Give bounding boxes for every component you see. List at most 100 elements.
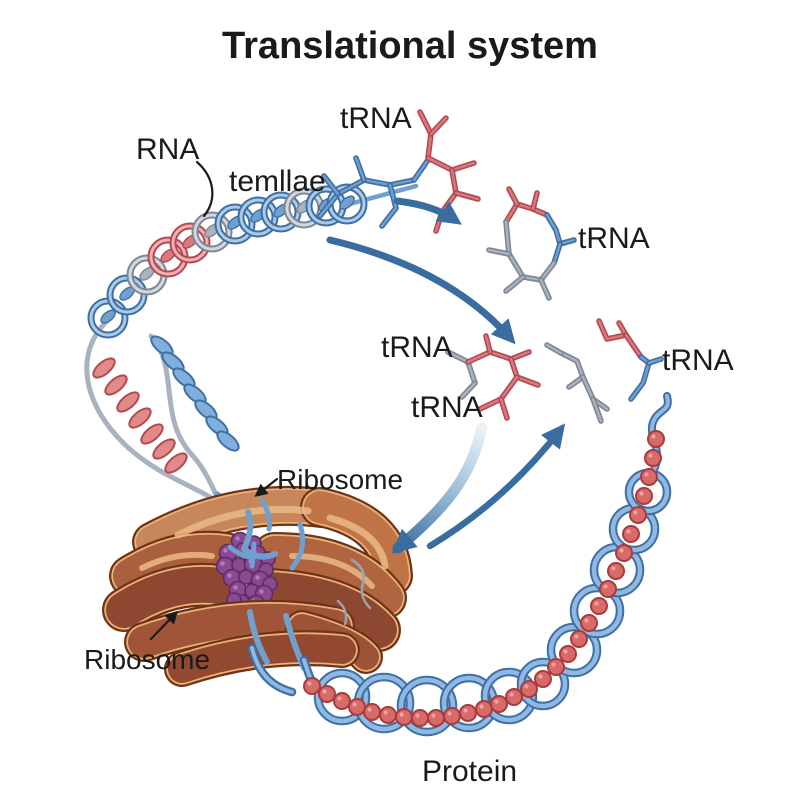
- coil-ring-inner: [193, 213, 231, 251]
- bead-highlight: [639, 491, 644, 496]
- amino-acid-bead: [363, 703, 381, 721]
- helix-petal-red: [116, 391, 140, 413]
- trna-label-upper-right: tRNA: [578, 222, 650, 255]
- ribosome-subunit: [106, 566, 238, 628]
- ribosome-highlight: [174, 505, 312, 539]
- rna-label: RNA: [136, 133, 199, 166]
- trna-stick: [487, 248, 511, 256]
- arrow-up-right: [426, 423, 566, 550]
- helix-strand: [84, 317, 216, 502]
- ribosome-highlight: [289, 553, 375, 589]
- amino-acid-bead: [644, 449, 662, 467]
- amino-acid-bead: [443, 707, 461, 725]
- amino-acid-bead: [490, 695, 508, 713]
- trna-stick: [559, 351, 585, 379]
- bead-highlight: [479, 704, 484, 709]
- amino-acid-bead: [534, 670, 552, 688]
- bead-highlight: [626, 529, 631, 534]
- trna-stick: [504, 220, 556, 282]
- amino-acid-bead: [590, 597, 608, 615]
- trna-stick: [354, 156, 366, 182]
- amino-acid-bead: [520, 680, 538, 698]
- bead-highlight: [494, 699, 499, 704]
- bead-highlight: [337, 696, 342, 701]
- bead-highlight: [651, 434, 656, 439]
- bead-highlight: [538, 674, 543, 679]
- trna-stick: [504, 275, 525, 293]
- leader-lines: [149, 160, 279, 641]
- trna-stick: [412, 158, 430, 182]
- amino-acid-bead: [622, 525, 640, 543]
- trna-stick-outline: [477, 374, 520, 412]
- bead-highlight: [524, 684, 529, 689]
- bead-highlight: [509, 692, 514, 697]
- rna-double-helix: [84, 317, 256, 519]
- bead-highlight: [415, 713, 420, 718]
- trna-label-right: tRNA: [662, 344, 734, 377]
- bead-highlight: [594, 601, 599, 606]
- bead-highlight: [307, 681, 312, 686]
- amino-acid-bead: [459, 704, 477, 722]
- trna-stick: [591, 397, 603, 423]
- amino-acid-bead: [333, 692, 351, 710]
- bead-highlight: [447, 711, 452, 716]
- ribosome-bottom-leader-arrow: [149, 610, 179, 641]
- helix-petal-red: [140, 423, 164, 445]
- trna-stick: [629, 355, 651, 401]
- amino-acid-bead: [547, 658, 565, 676]
- trna-stick: [454, 191, 480, 201]
- bead-highlight: [551, 662, 556, 667]
- amino-acid-bead: [475, 700, 493, 718]
- amino-acid-bead: [640, 468, 658, 486]
- coil-ring-inner: [171, 224, 209, 262]
- mrna-coil: [87, 183, 419, 339]
- bead-highlight: [399, 712, 404, 717]
- helix-petal-red: [128, 407, 152, 429]
- purple-bead-highlight: [220, 561, 225, 566]
- bead-highlight: [383, 710, 388, 715]
- amino-acid-bead: [607, 562, 625, 580]
- trna-stick: [647, 357, 663, 365]
- bead-highlight: [322, 689, 327, 694]
- trna-stick: [509, 350, 531, 361]
- bead-highlight: [648, 453, 653, 458]
- trna-stick: [429, 116, 448, 136]
- mrna-thread: [247, 609, 270, 665]
- purple-bead-highlight: [227, 573, 232, 578]
- ribosome-subunit: [252, 572, 397, 648]
- bead-highlight: [367, 707, 372, 712]
- ribosome-highlight: [326, 514, 389, 570]
- process-arrows: [326, 197, 566, 554]
- template-label: temllae: [229, 165, 326, 198]
- amino-acid-bead: [505, 688, 523, 706]
- arrow-gradient-to-ribosome: [391, 422, 488, 554]
- rna-leader-line: [195, 160, 214, 218]
- protein-chain: [247, 392, 672, 737]
- trna-stick: [531, 191, 539, 211]
- trna-stick: [504, 202, 549, 224]
- trna-stick: [499, 397, 509, 420]
- helix-petal-red: [164, 452, 188, 474]
- purple-bead-highlight: [233, 585, 238, 590]
- protein-strand: [250, 646, 294, 694]
- amino-acid-bead: [318, 685, 336, 703]
- bead-highlight: [584, 618, 589, 623]
- protein-coil-ring-inner: [548, 624, 600, 676]
- trna-label-mid-lower: tRNA: [411, 391, 483, 424]
- mrna-thread: [249, 541, 257, 569]
- mrna-thread: [241, 546, 278, 560]
- amino-acid-bead: [635, 487, 653, 505]
- purple-bead-highlight: [255, 575, 260, 580]
- amino-acid-bead: [395, 708, 413, 726]
- bead-highlight: [574, 634, 579, 639]
- helix-petal-red: [152, 438, 176, 460]
- amino-acid-bead: [379, 706, 397, 724]
- protein-coil-ring-inner: [315, 670, 369, 724]
- mrna-thread: [227, 544, 254, 560]
- mrna-thread: [241, 509, 254, 552]
- trna-stick: [322, 174, 340, 196]
- bead-highlight: [352, 702, 357, 707]
- purple-bead-highlight: [235, 536, 240, 541]
- ribosome-detail-squiggle: [350, 558, 372, 610]
- mrna-thread: [289, 521, 306, 571]
